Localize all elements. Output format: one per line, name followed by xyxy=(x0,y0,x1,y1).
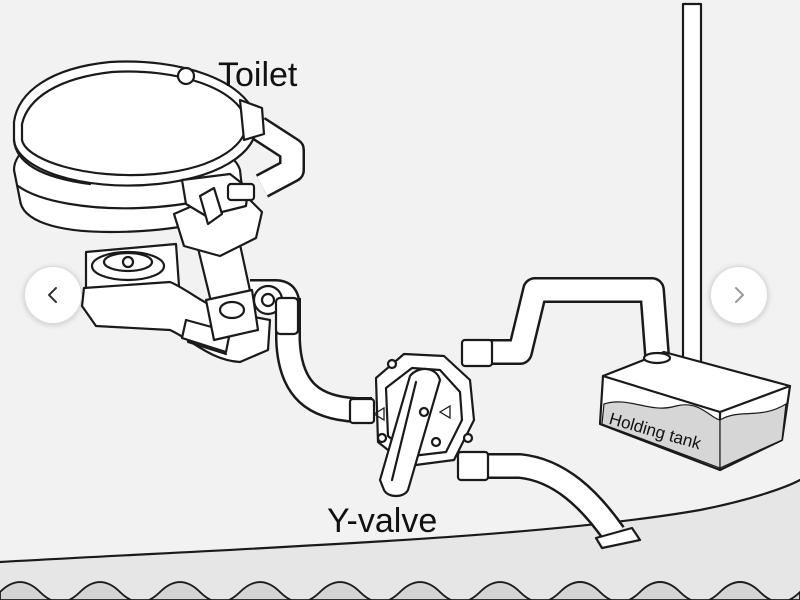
y-valve xyxy=(372,352,476,498)
chevron-right-icon xyxy=(735,287,744,303)
carousel-prev-button[interactable] xyxy=(24,266,82,324)
valve-hose-connectors xyxy=(348,338,494,482)
chevron-left-icon xyxy=(48,287,57,303)
holding-tank xyxy=(598,350,792,472)
through-hull-fitting xyxy=(594,526,642,550)
y-valve-label: Y-valve xyxy=(327,502,438,540)
vent-pipe xyxy=(678,2,706,383)
hoses xyxy=(250,117,670,542)
water-waves xyxy=(0,581,800,600)
toilet xyxy=(12,60,300,364)
toilet-label: Toilet xyxy=(218,56,298,94)
boat-hull xyxy=(0,478,800,600)
carousel-next-button[interactable] xyxy=(710,266,768,324)
